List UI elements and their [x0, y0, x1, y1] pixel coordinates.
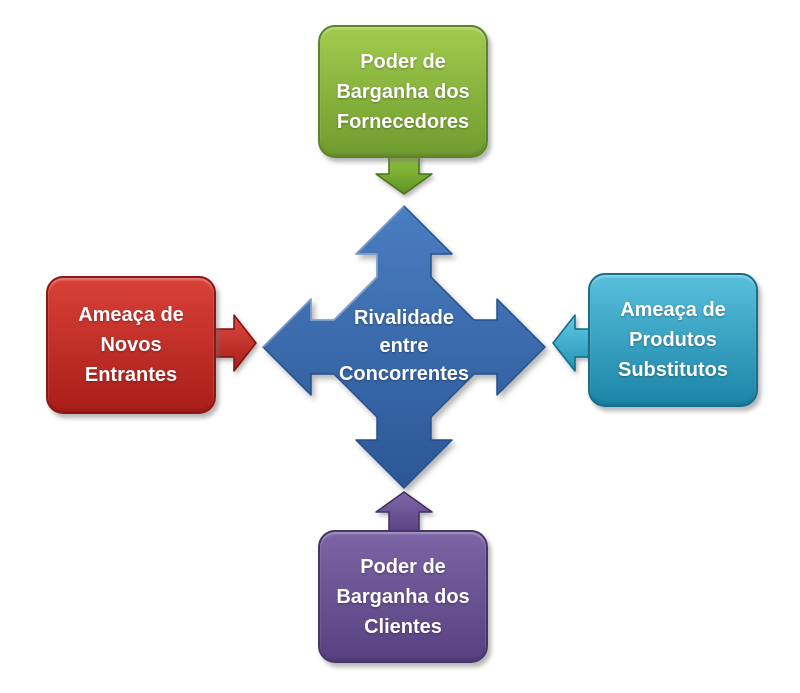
node-poder-barganha-fornecedores: Poder de Barganha dos Fornecedores: [318, 25, 488, 158]
node-label: Poder de Barganha dos Fornecedores: [336, 50, 470, 133]
node-label: Poder de Barganha dos Clientes: [336, 555, 470, 638]
connector-arrow-up-icon: [375, 491, 433, 533]
node-label: Ameaça de Produtos Substitutos: [618, 299, 728, 381]
node-label: Ameaça de Novos Entrantes: [78, 304, 184, 386]
connector-arrow-down-icon: [375, 153, 433, 195]
quad-arrow-cross-icon: [262, 205, 546, 489]
quad-arrow-bevel-highlight: [262, 205, 405, 348]
node-ameaca-produtos-substitutos: Ameaça de Produtos Substitutos: [588, 273, 758, 407]
node-rivalidade-label: Rivalidade entre Concorrentes: [338, 307, 470, 385]
node-ameaca-novos-entrantes: Ameaça de Novos Entrantes: [46, 276, 216, 414]
node-poder-barganha-clientes: Poder de Barganha dos Clientes: [318, 530, 488, 663]
arrow-down-shape: [375, 153, 433, 195]
arrow-up-shape: [375, 491, 433, 533]
connector-arrow-right-icon: [213, 314, 257, 372]
arrow-right-shape: [213, 314, 257, 372]
